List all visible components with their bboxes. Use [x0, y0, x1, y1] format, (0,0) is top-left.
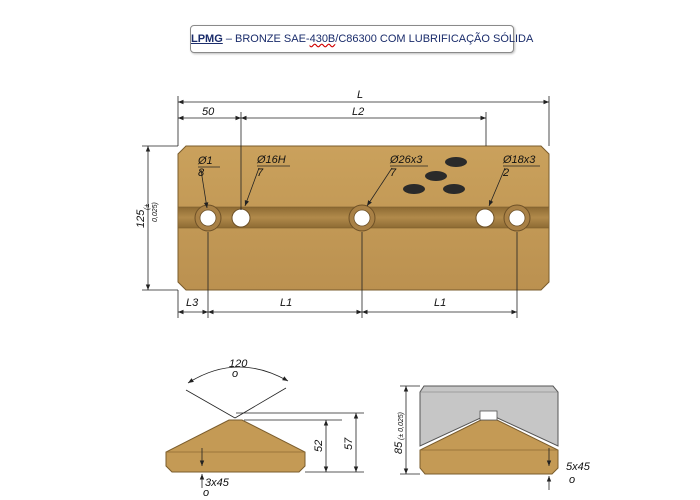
section-left: 120 o 52 57 3x45 o [165, 358, 364, 499]
chamfer-3x45-label: 3x45 [205, 477, 230, 489]
dim-125-tol-a: (± [144, 204, 151, 210]
hole-center-counterbore [348, 204, 376, 232]
title-prefix: LPMG [191, 33, 223, 45]
top-view: Ø1 8 Ø16H 7 Ø26x3 7 Ø18x3 2 L 50 L2 1 [135, 89, 550, 318]
graphite-plug [425, 171, 447, 181]
dim-52-label: 52 [313, 440, 325, 452]
dim-l2-label: L2 [352, 106, 364, 118]
dim-125-label: 125 [135, 209, 147, 228]
callout-leader-d16h [244, 165, 290, 207]
callout-d1-sub: 8 [198, 167, 205, 179]
callout-leader-d26 [366, 165, 428, 207]
callout-d26-label: Ø26x3 [389, 154, 423, 166]
callout-d18x3-sub: 2 [502, 167, 509, 179]
title-code: 430B [309, 33, 336, 45]
hole-18 [475, 208, 495, 228]
insert-key [479, 410, 498, 421]
dim-85-label: 85 [393, 441, 405, 454]
angle-120-label: 120 [229, 358, 248, 370]
bronze-insert-profile [419, 419, 559, 475]
callout-leader-d18x3 [488, 165, 540, 207]
dim-85-tol: (± 0,025) [398, 412, 405, 440]
title-rest: /C86300 COM LUBRIFICAÇÃO SÓLIDA [335, 33, 534, 45]
callout-d18x3-label: Ø18x3 [502, 154, 536, 166]
housing-gray [419, 385, 559, 447]
graphite-plug [403, 184, 425, 194]
dim-l1-left-label: L1 [280, 297, 292, 309]
hole-16h [231, 208, 251, 228]
dim-l-label: L [357, 89, 363, 101]
dimension-total-length: L [177, 89, 550, 146]
hole-right-counterbore [503, 204, 531, 232]
dimension-bottom-row: L3 L1 L1 [177, 232, 518, 318]
chamfer-5x45-unit: o [569, 474, 575, 486]
graphite-plug [443, 184, 465, 194]
callout-d16h-sub: 7 [257, 167, 264, 179]
hole-left-counterbore [194, 204, 222, 232]
dim-l1-right-label: L1 [434, 297, 446, 309]
dimension-height-125: 125 (± 0,025) [135, 145, 178, 291]
dim-125-tol-b: 0,025) [152, 202, 159, 222]
graphite-plug [445, 157, 467, 167]
chamfer-5x45-label: 5x45 [566, 461, 591, 473]
section-right: 85 (± 0,025) 5x45 o [393, 385, 591, 490]
title-box: LPMG – BRONZE SAE-430B/C86300 COM LUBRIF… [190, 25, 533, 53]
dim-57-label: 57 [343, 437, 355, 450]
dim-50-label: 50 [202, 106, 215, 118]
angle-120-unit: o [232, 368, 238, 380]
callout-d16h-label: Ø16H [256, 154, 286, 166]
dim-l3-label: L3 [186, 297, 199, 309]
chamfer-3x45-unit: o [203, 487, 209, 499]
callout-leader-d18 [198, 166, 220, 209]
dimension-l2: 50 L2 [178, 106, 487, 210]
callout-d1-label: Ø1 [197, 155, 213, 167]
section-left-profile [165, 419, 306, 473]
title-dash: – BRONZE SAE- [222, 33, 310, 45]
callout-d26-sub: 7 [390, 167, 397, 179]
